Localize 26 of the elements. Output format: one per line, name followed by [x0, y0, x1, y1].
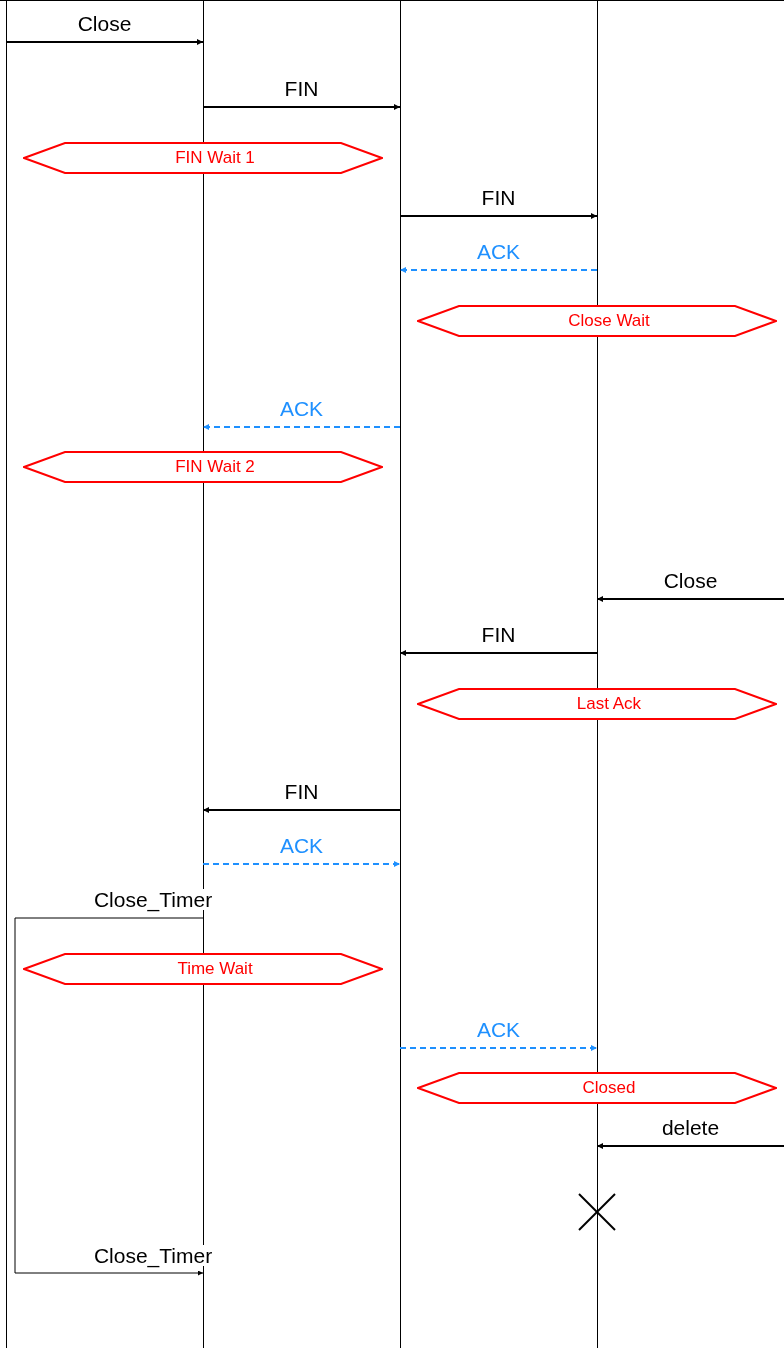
message-label: delete — [659, 1117, 722, 1138]
message-arrow — [202, 424, 401, 430]
state-hexagon — [23, 142, 383, 174]
state-hexagon — [23, 953, 383, 985]
message-arrow — [399, 267, 598, 273]
message-arrow — [5, 39, 204, 45]
state-hexagon — [417, 1072, 777, 1104]
message-arrow — [202, 807, 401, 813]
message-label: Close_Timer — [93, 1245, 213, 1266]
state-hexagon — [417, 305, 777, 337]
lifeline — [400, 0, 401, 1348]
state-hexagon — [23, 451, 383, 483]
lifeline — [597, 0, 598, 1348]
state-hexagon — [417, 688, 777, 720]
message-arrow — [399, 1045, 598, 1051]
lifeline — [6, 0, 7, 1348]
message-arrow — [596, 596, 784, 602]
message-arrow — [202, 861, 401, 867]
message-arrow — [596, 1143, 784, 1149]
message-arrow — [399, 213, 598, 219]
message-label: Close — [75, 13, 134, 34]
lifeline — [203, 0, 204, 1348]
message-label: Close — [661, 570, 720, 591]
message-arrow — [202, 104, 401, 110]
message-arrow — [399, 650, 598, 656]
message-arrow — [14, 917, 204, 1276]
